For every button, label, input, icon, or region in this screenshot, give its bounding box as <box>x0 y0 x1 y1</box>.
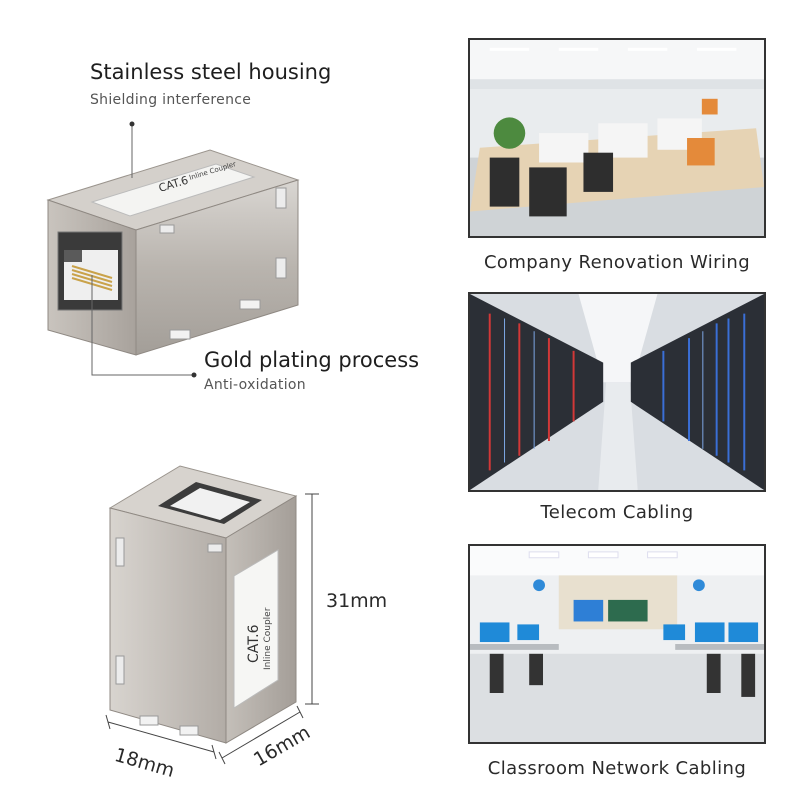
coupler-upright-view: CAT.6 Inline Coupler <box>108 465 298 744</box>
height-dimension-label: 31mm <box>326 590 388 612</box>
classroom-photo <box>468 544 766 744</box>
housing-callout-subtitle: Shielding interference <box>90 92 252 108</box>
server-room-photo <box>468 292 766 492</box>
coupler-front-label-line2: Inline Coupler <box>263 607 273 670</box>
application-caption-classroom: Classroom Network Cabling <box>487 758 747 779</box>
application-caption-office: Company Renovation Wiring <box>483 252 751 273</box>
application-caption-telecom: Telecom Cabling <box>540 502 694 523</box>
plating-callout-subtitle: Anti-oxidation <box>204 377 306 393</box>
plating-callout-title: Gold plating process <box>204 348 420 372</box>
housing-callout-title: Stainless steel housing <box>90 60 332 84</box>
office-photo <box>468 38 766 238</box>
coupler-front-label-line1: CAT.6 <box>246 624 262 663</box>
